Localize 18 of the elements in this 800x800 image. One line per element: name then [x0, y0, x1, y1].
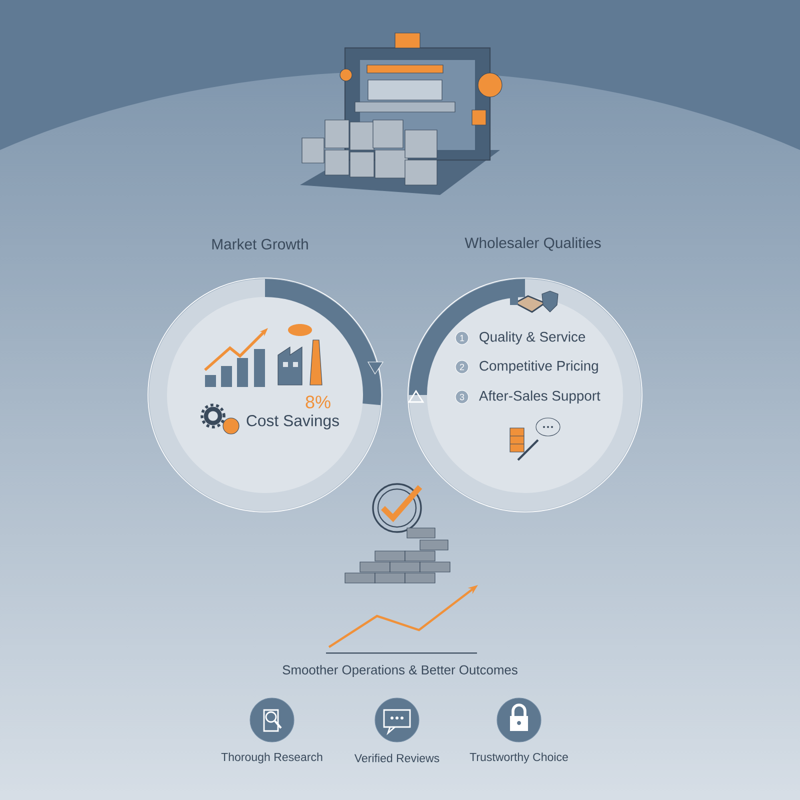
quality-item: Quality & Service: [480, 332, 586, 344]
circle-panel: [408, 237, 642, 512]
icon-circle: [374, 698, 420, 742]
quality-item: After-Sales Support: [479, 390, 600, 404]
circle-heading: Wholesaler Qualities: [464, 237, 601, 251]
number-badge: 3: [455, 390, 469, 404]
outcome-caption: Smoother Operations & Better Outcomes: [282, 664, 518, 678]
icon-caption: Verified Reviews: [354, 754, 440, 762]
number-badge: 1: [455, 331, 469, 345]
savings-label: Cost Savings: [246, 414, 339, 430]
number-badge: 2: [455, 360, 469, 374]
icon-caption: Thorough Research: [221, 752, 322, 764]
quality-item: Competitive Pricing: [480, 360, 598, 374]
circle-panel: [148, 238, 382, 512]
icon-circle: [250, 698, 294, 742]
circle-heading: Market Growth: [212, 238, 308, 250]
percentage-value: 8%: [306, 396, 330, 408]
icon-caption: Trustworthy Choice: [470, 752, 568, 764]
